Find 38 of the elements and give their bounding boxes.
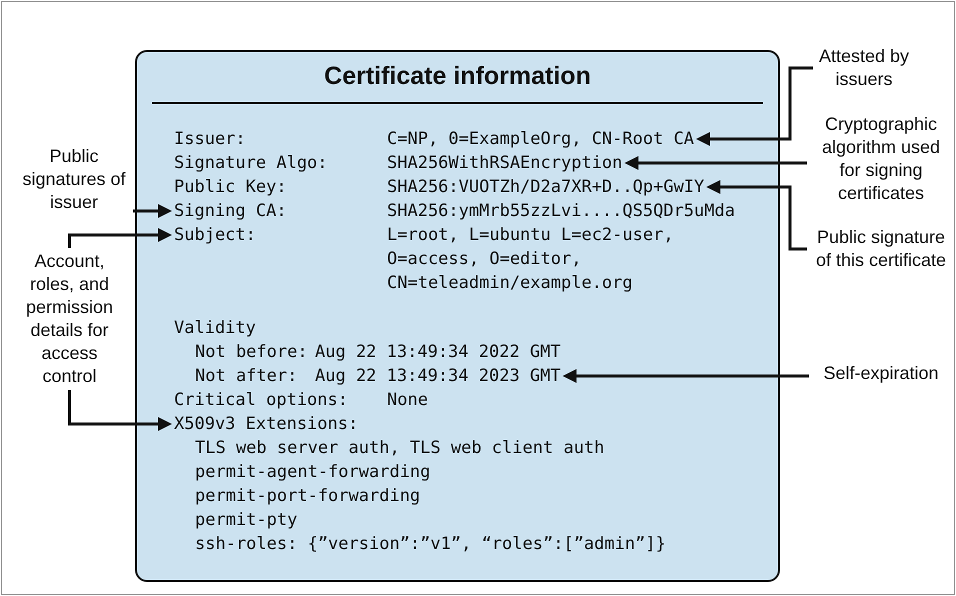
- field-text: Signature Algo:: [174, 152, 328, 175]
- field-text: Aug 22 13:49:34 2022 GMT: [315, 341, 561, 364]
- arrow: [706, 180, 807, 250]
- arrow: [562, 369, 809, 383]
- callout-text: Public signature of this certificate: [810, 226, 952, 272]
- arrow: [133, 204, 172, 218]
- field-text: Public Key:: [174, 176, 287, 199]
- field-text: Not after:: [195, 365, 298, 388]
- callout-text: Public signatures of issuer: [18, 145, 130, 214]
- arrow: [696, 66, 813, 146]
- field-text: Validity: [174, 317, 256, 340]
- field-text: SHA256:ymMrb55zzLvi....QS5QDr5uMda: [387, 200, 735, 223]
- field-text: TLS web server auth, TLS web client auth: [195, 437, 604, 460]
- field-text: Issuer:: [174, 128, 246, 151]
- field-text: permit-port-forwarding: [195, 485, 420, 508]
- field-text: SHA256WithRSAEncryption: [387, 151, 622, 175]
- field-text: Aug 22 13:49:34 2023 GMT: [315, 364, 561, 388]
- callout-text: Self-expiration: [812, 362, 950, 385]
- field-text: L=root, L=ubuntu L=ec2-user, O=access, O=editor, CN=teleadmin/example.org: [387, 224, 675, 295]
- field-text: permit-agent-forwarding: [195, 461, 430, 484]
- arrow: [68, 228, 172, 248]
- arrow: [624, 156, 807, 170]
- callout-text: Attested by issuers: [816, 45, 912, 91]
- arrow: [68, 390, 172, 431]
- panel-title: Certificate information: [324, 62, 591, 91]
- field-text: ssh-roles: {”version”:”v1”, “roles”:[”admin”]}: [195, 533, 666, 556]
- field-text: Critical options:: [174, 389, 348, 412]
- field-text: Signing CA:: [174, 199, 287, 223]
- callout-text: Account, roles, and permission details for access control: [17, 250, 122, 388]
- field-text: Subject:: [174, 223, 256, 247]
- callout-text: Cryptographic algorithm used for signing certificates: [810, 113, 952, 205]
- field-text: C=NP, 0=ExampleOrg, CN-Root CA: [387, 127, 694, 151]
- field-text: None: [387, 389, 428, 412]
- field-text: Not before:: [195, 341, 308, 364]
- field-text: SHA256:VUOTZh/D2a7XR+D..Qp+GwIY: [387, 175, 704, 199]
- field-text: permit-pty: [195, 509, 298, 532]
- field-text: X509v3 Extensions:: [174, 412, 358, 436]
- info-panel: [135, 50, 780, 582]
